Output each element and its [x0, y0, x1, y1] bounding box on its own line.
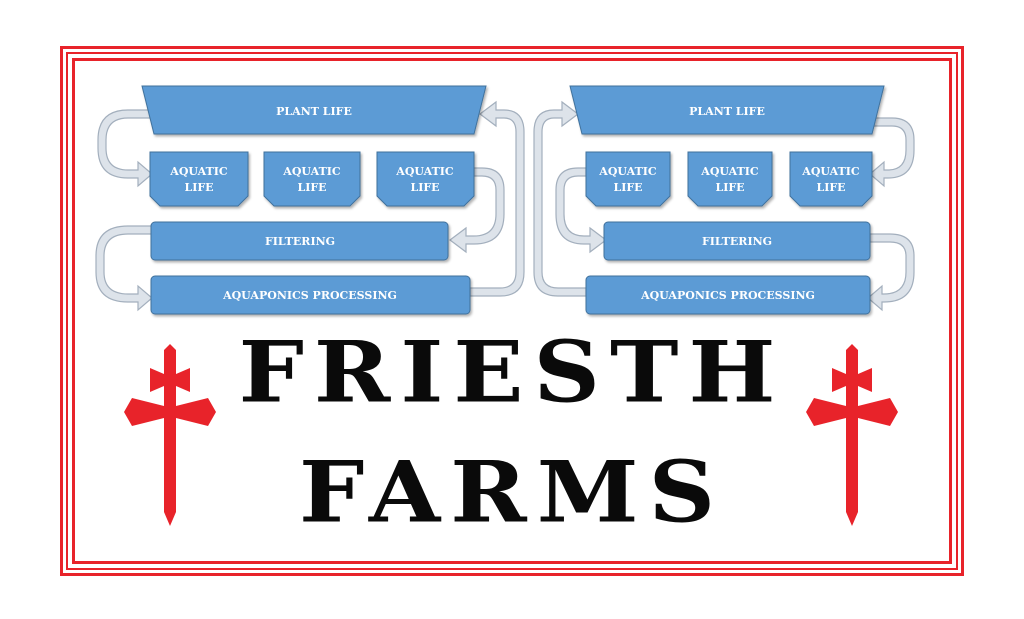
border-frame-middle — [66, 52, 958, 570]
left-aquatic-box-1 — [149, 151, 249, 207]
right-diagram: PLANT LIFE AQUATIC LIFE AQUATIC LIFE AQU… — [569, 85, 885, 315]
right-filtering-label: FILTERING — [702, 235, 772, 248]
right-aquatic-label-3b: LIFE — [816, 181, 845, 194]
arrow-left-processing-to-plant — [469, 100, 525, 297]
right-aquatic-box-1 — [585, 151, 671, 207]
left-processing-label: AQUAPONICS PROCESSING — [222, 289, 397, 302]
arrow-left-aquatic-to-filtering — [449, 167, 505, 254]
left-filtering-label: FILTERING — [265, 235, 335, 248]
right-processing-label: AQUAPONICS PROCESSING — [640, 289, 815, 302]
left-aquatic-box-2 — [263, 151, 361, 207]
left-plant-life-label: PLANT LIFE — [276, 105, 352, 118]
arrow-right-aquatic-to-filtering — [555, 167, 607, 254]
right-aquatic-box-3 — [789, 151, 873, 207]
arrow-right-plant-to-aquatic — [869, 117, 915, 188]
right-filtering-box — [603, 221, 871, 261]
left-diagram: PLANT LIFE AQUATIC LIFE AQUATIC LIFE AQU… — [141, 85, 487, 315]
right-plant-life-box — [569, 85, 885, 135]
right-aquatic-label-1a: AQUATIC — [598, 165, 657, 178]
arrow-right-processing-to-plant — [533, 100, 587, 297]
title-line-1: FRIESTH — [238, 322, 786, 422]
left-plant-life-box — [141, 85, 487, 135]
patriarchal-cross-icon — [124, 344, 216, 526]
arrow-right-filtering-to-processing — [867, 233, 915, 312]
left-aquatic-label-1a: AQUATIC — [169, 165, 228, 178]
left-aquatic-label-2b: LIFE — [297, 181, 326, 194]
right-aquatic-label-2b: LIFE — [715, 181, 744, 194]
left-aquatic-label-1b: LIFE — [184, 181, 213, 194]
right-aquatic-box-2 — [687, 151, 773, 207]
arrow-left-filtering-to-processing — [95, 225, 153, 312]
right-aquatic-label-1b: LIFE — [613, 181, 642, 194]
left-aquatic-label-3a: AQUATIC — [395, 165, 454, 178]
left-aquatic-label-3b: LIFE — [410, 181, 439, 194]
title-line-2: FARMS — [298, 442, 726, 542]
right-processing-box — [585, 275, 871, 315]
right-plant-life-label: PLANT LIFE — [689, 105, 765, 118]
border-frame-inner — [72, 58, 952, 564]
left-processing-box — [150, 275, 471, 315]
left-filtering-box — [150, 221, 449, 261]
border-frame-outer — [60, 46, 964, 576]
right-aquatic-label-2a: AQUATIC — [700, 165, 759, 178]
patriarchal-cross-icon — [806, 344, 898, 526]
arrow-left-plant-to-aquatic — [97, 109, 153, 188]
left-aquatic-box-3 — [376, 151, 475, 207]
left-aquatic-label-2a: AQUATIC — [282, 165, 341, 178]
right-aquatic-label-3a: AQUATIC — [801, 165, 860, 178]
